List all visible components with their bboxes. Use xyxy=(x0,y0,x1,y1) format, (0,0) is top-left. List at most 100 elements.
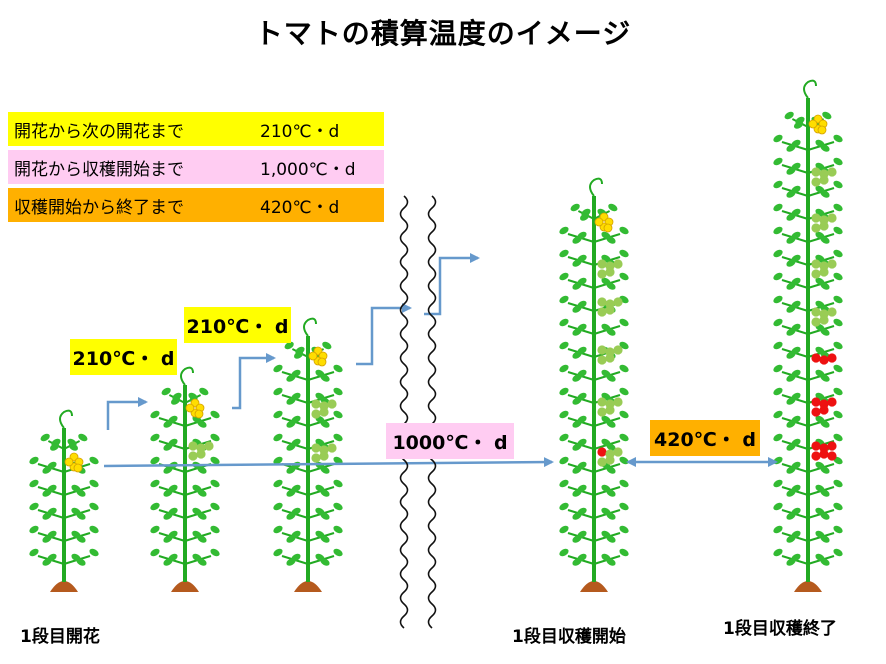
leaf xyxy=(210,456,220,465)
green-fruit xyxy=(327,399,337,409)
green-fruit xyxy=(597,259,607,269)
leaf xyxy=(619,226,629,235)
leaf xyxy=(619,525,629,534)
leaf xyxy=(197,420,207,428)
stem-tip xyxy=(59,409,73,429)
leaf xyxy=(273,525,283,534)
leaf xyxy=(29,502,39,511)
leaf xyxy=(572,374,582,382)
leaf xyxy=(773,410,783,419)
leaf xyxy=(150,410,160,419)
leaf xyxy=(572,420,582,428)
leaf xyxy=(833,525,843,534)
leaf xyxy=(150,525,160,534)
leaf xyxy=(786,535,796,543)
green-fruit xyxy=(311,443,321,453)
leaf xyxy=(286,489,296,497)
leaf xyxy=(579,213,590,221)
leaf xyxy=(76,489,86,497)
red-fruit xyxy=(811,451,821,461)
leaf xyxy=(333,410,343,419)
leaf xyxy=(286,466,296,474)
green-fruit xyxy=(811,177,821,187)
leaf xyxy=(833,479,843,488)
green-fruit xyxy=(613,345,623,355)
leaf xyxy=(559,341,569,350)
leaf xyxy=(333,387,343,396)
plant-stage-2 xyxy=(150,366,220,592)
leaf xyxy=(820,420,830,428)
green-fruit xyxy=(597,457,607,467)
green-fruit xyxy=(311,399,321,409)
green-fruit xyxy=(811,167,821,177)
leaf xyxy=(606,236,616,244)
leaf xyxy=(786,328,796,336)
leaf xyxy=(163,512,173,520)
green-fruit xyxy=(605,267,615,277)
leaf xyxy=(89,525,99,534)
leaf xyxy=(286,443,296,451)
leaf xyxy=(786,305,796,313)
arrows-layer xyxy=(103,195,778,629)
leaf xyxy=(606,443,616,451)
leaf xyxy=(773,157,783,166)
leaf xyxy=(42,466,52,474)
leaf xyxy=(76,558,86,566)
leaf xyxy=(333,525,343,534)
green-fruit xyxy=(819,315,829,325)
leaf xyxy=(163,558,173,566)
leaf xyxy=(284,341,294,350)
time-break-line-right xyxy=(427,195,437,629)
green-fruit xyxy=(811,223,821,233)
leaf xyxy=(210,525,220,534)
leaf xyxy=(822,111,832,120)
leaf xyxy=(833,272,843,281)
leaf xyxy=(29,456,39,465)
leaf xyxy=(619,479,629,488)
leaf xyxy=(293,351,304,359)
leaf xyxy=(773,180,783,189)
leaf xyxy=(572,305,582,313)
legend-row-harvest-period: 収穫開始から終了まで 420℃・d xyxy=(8,188,384,222)
leaf xyxy=(559,502,569,511)
leaf xyxy=(784,111,794,120)
leaf xyxy=(76,535,86,543)
leaf xyxy=(608,203,618,212)
legend-value: 1,000℃・d xyxy=(260,159,356,180)
leaf xyxy=(150,456,160,465)
leaf xyxy=(773,203,783,212)
interval-label-1: 210℃・ d xyxy=(70,339,177,375)
green-fruit xyxy=(188,451,198,461)
green-fruit xyxy=(597,407,607,417)
green-fruit xyxy=(819,175,829,185)
leaf xyxy=(286,535,296,543)
leaf xyxy=(833,341,843,350)
step-arrow-3 xyxy=(356,303,412,366)
to-harvest-arrow xyxy=(103,457,554,468)
plant-stage-3 xyxy=(273,317,343,592)
leaf xyxy=(619,387,629,396)
leaf xyxy=(606,328,616,336)
leaf xyxy=(197,512,207,520)
leaf xyxy=(606,512,616,520)
leaf xyxy=(559,410,569,419)
leaf xyxy=(333,502,343,511)
green-fruit xyxy=(311,409,321,419)
flower-icon xyxy=(64,452,84,473)
red-fruit xyxy=(819,355,829,365)
leaf xyxy=(559,548,569,557)
green-fruit xyxy=(311,453,321,463)
green-fruit xyxy=(597,397,607,407)
leaf xyxy=(572,397,582,405)
leaf xyxy=(572,282,582,290)
leaf xyxy=(786,489,796,497)
green-fruit xyxy=(319,451,329,461)
leaf xyxy=(210,548,220,557)
label-harvest-end: 1段目収穫終了 xyxy=(723,619,837,639)
leaf xyxy=(820,558,830,566)
leaf xyxy=(273,410,283,419)
leaf xyxy=(68,443,79,451)
leaf xyxy=(619,502,629,511)
green-fruit xyxy=(811,259,821,269)
leaf xyxy=(606,535,616,543)
